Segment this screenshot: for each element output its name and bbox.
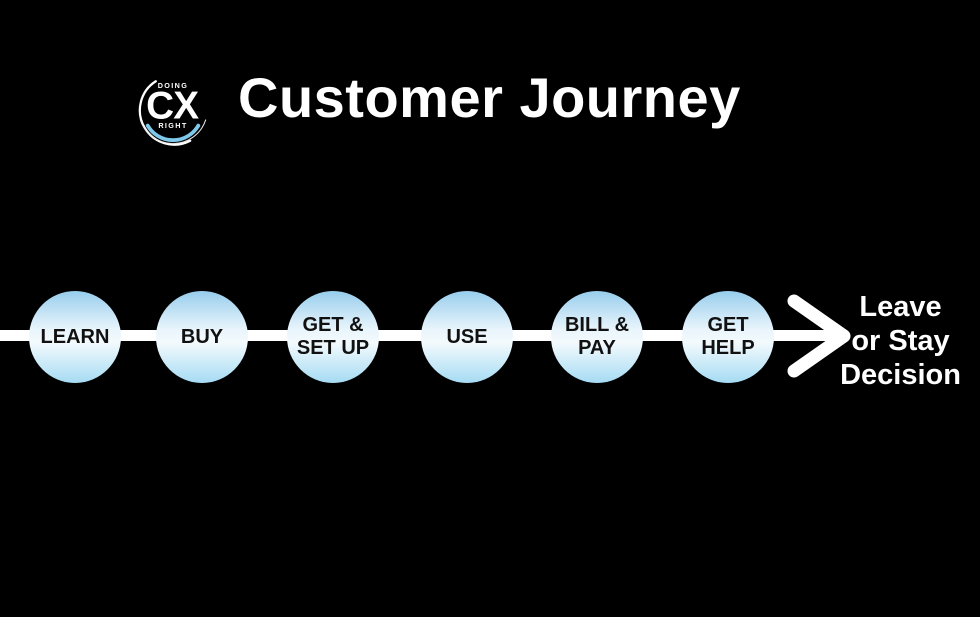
journey-timeline-line bbox=[0, 330, 838, 341]
stage-circle-learn: LEARN bbox=[29, 291, 121, 383]
stage-circle-use: USE bbox=[421, 291, 513, 383]
stage-label: GET HELP bbox=[701, 314, 755, 359]
stage-circle-bill-pay: BILL & PAY bbox=[551, 291, 643, 383]
outcome-text: Leave or Stay Decision bbox=[840, 291, 961, 391]
logo-doing-text: DOING bbox=[158, 81, 189, 90]
arrow-right-icon bbox=[787, 294, 851, 378]
logo-crescent-arc bbox=[138, 80, 192, 146]
stage-label: LEARN bbox=[40, 325, 110, 348]
stage-label: GET & SET UP bbox=[296, 314, 370, 359]
stage-label: USE bbox=[446, 325, 488, 348]
logo-bottom-arc bbox=[139, 119, 207, 145]
stage-label: BILL & PAY bbox=[564, 314, 630, 359]
logo-cx-text: CX bbox=[146, 85, 199, 128]
stage-circle-get-help: GET HELP bbox=[682, 291, 774, 383]
stage-label: BUY bbox=[180, 325, 224, 348]
stage-circle-get-set-up: GET & SET UP bbox=[287, 291, 379, 383]
stage-circle-buy: BUY bbox=[156, 291, 248, 383]
page-title: Customer Journey bbox=[238, 66, 741, 129]
logo-right-text: RIGHT bbox=[158, 121, 187, 130]
logo-blue-arc bbox=[145, 123, 201, 143]
doing-cx-right-logo: DOING CX RIGHT bbox=[138, 80, 207, 146]
